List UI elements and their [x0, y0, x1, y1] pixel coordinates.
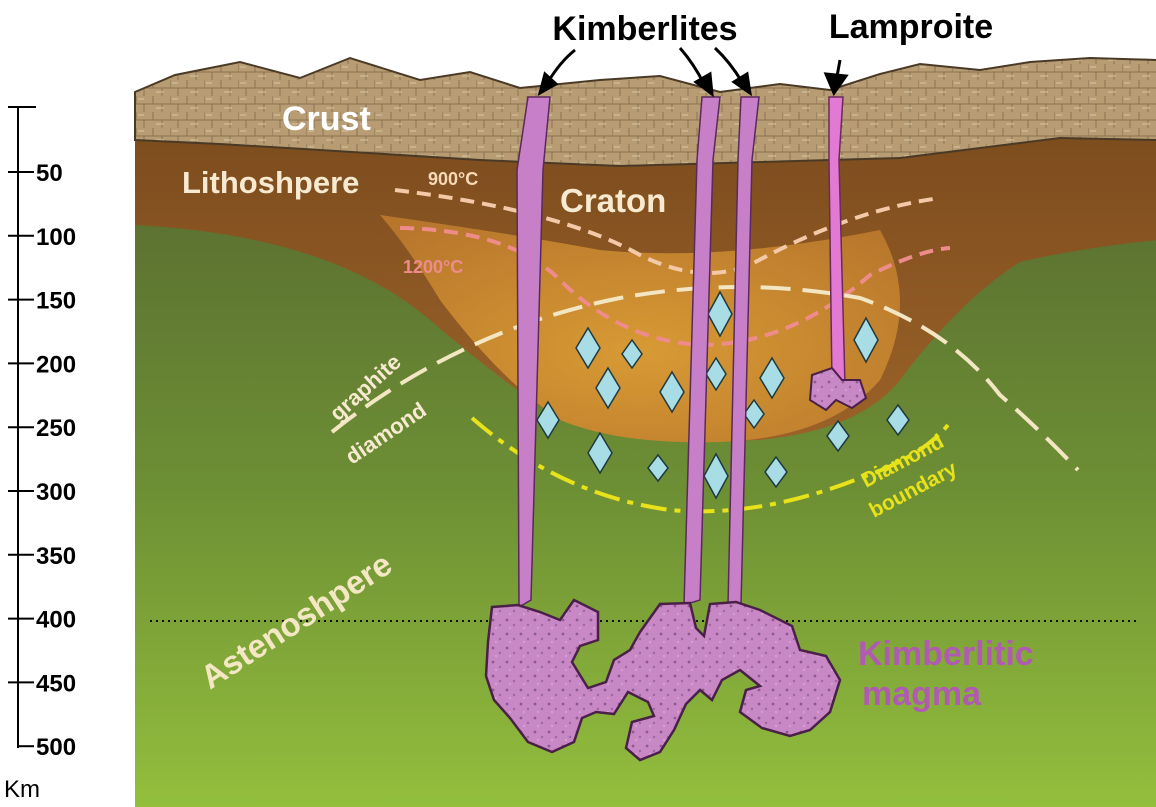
lithosphere-label: Lithoshpere: [182, 165, 359, 200]
depth-tick-label: 250: [36, 415, 76, 442]
craton-label: Craton: [560, 182, 666, 219]
depth-tick-label: 350: [36, 543, 76, 570]
depth-tick-label: 200: [36, 351, 76, 378]
depth-tick-label: 100: [36, 224, 76, 251]
depth-tick-label: 400: [36, 607, 76, 634]
depth-scale: 50 100 150 200 250 300 350 400 450 500 Km: [4, 107, 76, 803]
isotherm-900-label: 900°C: [428, 169, 478, 189]
crust-label: Crust: [282, 100, 371, 138]
lamproite-label: Lamproite: [829, 8, 993, 46]
depth-tick-label: 150: [36, 288, 76, 315]
depth-tick-label: 300: [36, 479, 76, 506]
depth-tick-label: 500: [36, 734, 76, 761]
magma-label-2: magma: [862, 675, 982, 713]
depth-tick-label: 450: [36, 670, 76, 697]
isotherm-1200-label: 1200°C: [403, 257, 463, 277]
depth-tick-label: 50: [36, 160, 63, 187]
kimberlites-label: Kimberlites: [552, 10, 737, 48]
magma-label-1: Kimberlitic: [858, 635, 1034, 673]
depth-unit-label: Km: [4, 776, 40, 803]
kimberlitic-magma-blob: [486, 600, 840, 760]
